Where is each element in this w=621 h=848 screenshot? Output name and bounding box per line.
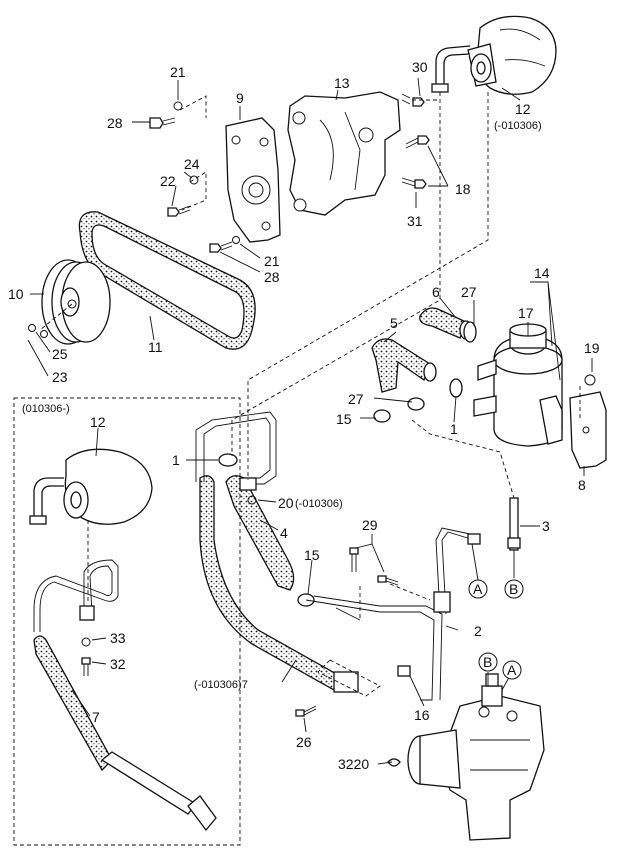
label-15-lower: 15	[304, 547, 320, 563]
pressure-pipe-2	[305, 527, 481, 701]
label-9: 9	[236, 90, 244, 106]
inset-label-12: 12	[90, 414, 106, 430]
part-labels: 21 30 13 9 28 12 (-010306) 24 22 18 31 2…	[8, 59, 600, 772]
label-17: 17	[518, 305, 534, 321]
label-29: 29	[362, 517, 378, 533]
label-23: 23	[52, 369, 68, 385]
power-steering-pump-12	[431, 15, 557, 95]
inset-title: (010306-)	[22, 403, 70, 415]
label-24: 24	[184, 156, 200, 172]
label-28-lower: 28	[264, 269, 280, 285]
label-26: 26	[296, 734, 312, 750]
label-3220: 3220	[338, 756, 369, 772]
label-4: 4	[280, 525, 288, 541]
circle-markers	[468, 579, 524, 680]
label-21-top: 21	[170, 64, 186, 80]
label-18: 18	[455, 181, 471, 197]
steering-gear-box	[387, 673, 545, 841]
leader-lines	[27, 77, 593, 765]
reservoir-bracket-8	[569, 374, 607, 469]
pipe-1	[195, 411, 277, 485]
marker-a1	[468, 579, 488, 599]
pulley-10	[28, 259, 111, 345]
guide-lines	[39, 92, 581, 618]
label-20-note: (-010306)	[295, 498, 343, 510]
label-30: 30	[412, 59, 428, 75]
label-6: 6	[432, 284, 440, 300]
label-21-lower: 21	[264, 253, 280, 269]
label-3: 3	[542, 518, 550, 534]
label-22: 22	[160, 173, 176, 189]
hose-4	[225, 475, 295, 591]
marker-b1-label: B	[509, 581, 518, 597]
label-28-top: 28	[107, 115, 123, 131]
pump-bracket-13	[287, 91, 401, 216]
marker-b2-label: B	[483, 654, 492, 670]
mounting-plate-9	[225, 117, 281, 243]
hose-5	[371, 338, 437, 393]
reservoir-14	[473, 323, 563, 447]
marker-a2	[502, 660, 522, 680]
marker-a1-label: A	[473, 581, 483, 597]
label-14: 14	[534, 265, 550, 281]
label-2: 2	[474, 623, 482, 639]
label-12-note: (-010306)	[494, 120, 542, 132]
label-15-top: 15	[336, 411, 352, 427]
marker-b1	[504, 579, 524, 599]
hose-7	[199, 475, 381, 697]
inset-label-7: 7	[92, 709, 100, 725]
inset-pump-12	[29, 448, 153, 525]
label-31: 31	[407, 213, 423, 229]
inset-label-32: 32	[110, 656, 126, 672]
inset-pipe-and-hose-7	[33, 559, 217, 832]
marker-a2-label: A	[507, 662, 517, 678]
label-20: 20	[278, 495, 294, 511]
drive-belt-11	[78, 211, 256, 350]
label-7-note: (-010306)7	[194, 679, 248, 691]
label-5: 5	[390, 315, 398, 331]
inset-label-33: 33	[110, 630, 126, 646]
label-8: 8	[578, 477, 586, 493]
label-12: 12	[515, 101, 531, 117]
label-19: 19	[584, 340, 600, 356]
marker-b2	[478, 652, 498, 672]
label-1-right: 1	[450, 421, 458, 437]
label-10: 10	[8, 286, 24, 302]
label-25: 25	[52, 346, 68, 362]
label-27-top: 27	[461, 284, 477, 300]
label-1-left: 1	[172, 452, 180, 468]
inset-box	[13, 397, 241, 846]
label-11: 11	[148, 339, 163, 355]
bolts-29-26	[295, 547, 399, 717]
label-16: 16	[414, 707, 430, 723]
label-27-lower: 27	[348, 391, 364, 407]
label-13: 13	[334, 75, 350, 91]
